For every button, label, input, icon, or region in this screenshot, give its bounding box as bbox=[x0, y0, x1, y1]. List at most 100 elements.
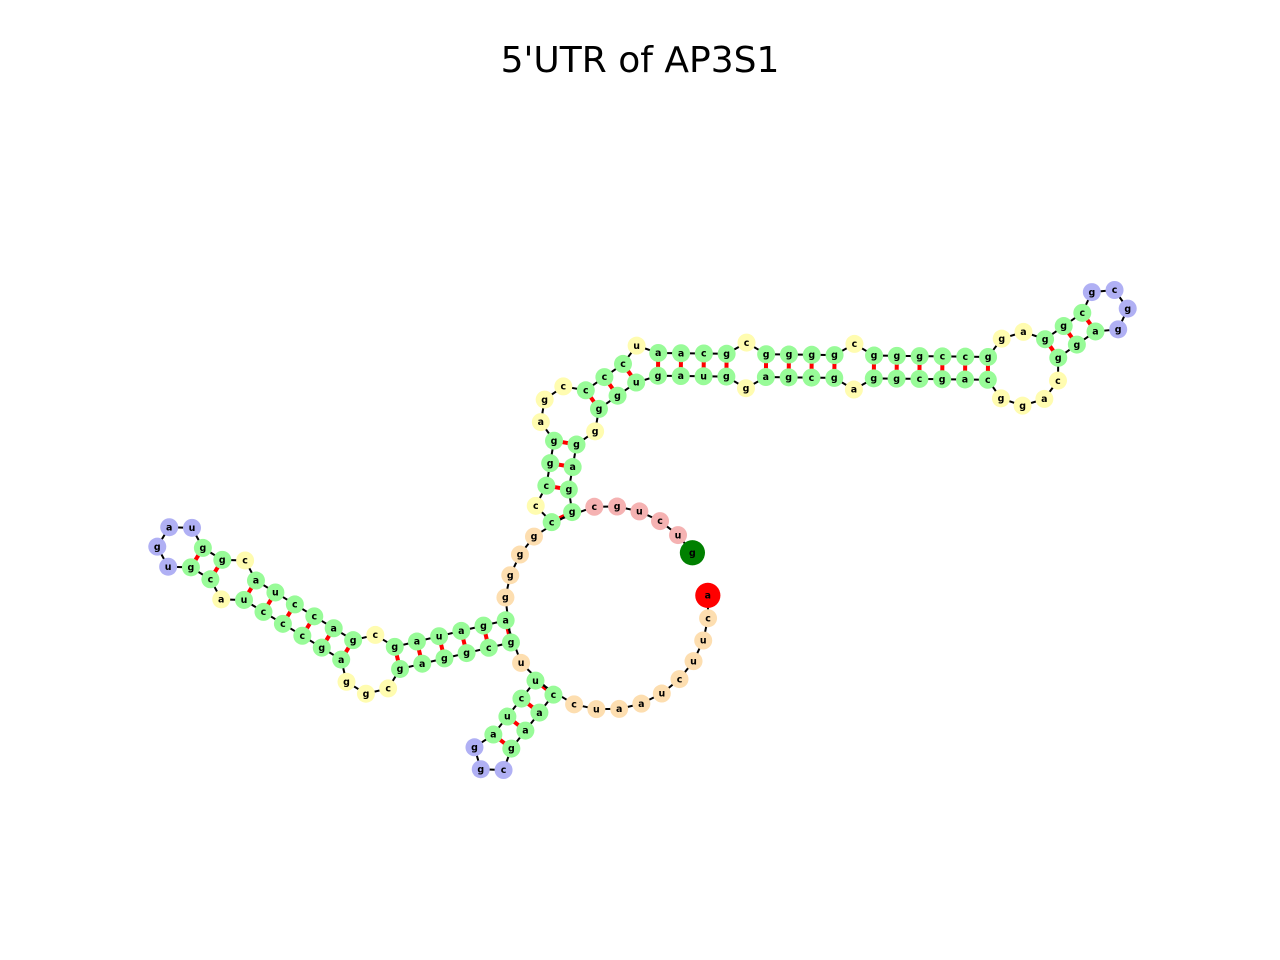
nucleotide-label: g bbox=[471, 742, 478, 753]
nucleotide-circle bbox=[779, 368, 798, 387]
nucleotide: c bbox=[305, 607, 324, 626]
nucleotide: a bbox=[610, 699, 629, 718]
nucleotide-label: u bbox=[633, 341, 640, 352]
nucleotide: g bbox=[586, 422, 605, 441]
nucleotide: g bbox=[312, 638, 331, 657]
nucleotide: c bbox=[285, 595, 304, 614]
nucleotide-circle bbox=[587, 700, 606, 719]
nucleotide-circle bbox=[1082, 283, 1101, 302]
nucleotide: a bbox=[955, 370, 974, 389]
nucleotide: u bbox=[430, 627, 449, 646]
nucleotide-circle bbox=[737, 333, 756, 352]
nucleotide-circle bbox=[496, 611, 515, 630]
nucleotide: a bbox=[324, 619, 343, 638]
nucleotide: g bbox=[1054, 317, 1073, 336]
nucleotide-circle bbox=[627, 336, 646, 355]
nucleotide: c bbox=[585, 497, 604, 516]
nucleotide-label: c bbox=[549, 517, 555, 528]
nucleotide-label: g bbox=[565, 485, 572, 496]
nucleotide-circle bbox=[565, 695, 584, 714]
nucleotide-label: g bbox=[893, 374, 900, 385]
nucleotide: a bbox=[212, 590, 231, 609]
nucleotide-circle bbox=[496, 588, 515, 607]
nucleotide-label: c bbox=[571, 699, 577, 710]
nucleotide-label: u bbox=[700, 371, 707, 382]
nucleotide-circle bbox=[576, 381, 595, 400]
nucleotide-label: a bbox=[253, 576, 259, 587]
nucleotide-circle bbox=[530, 703, 549, 722]
nucleotide-circle bbox=[595, 368, 614, 387]
nucleotide: g bbox=[181, 558, 200, 577]
nucleotide-circle bbox=[1049, 348, 1068, 367]
nucleotide-circle bbox=[933, 370, 952, 389]
nucleotide: g bbox=[524, 527, 543, 546]
nucleotide-label: c bbox=[583, 385, 589, 396]
nucleotide-label: g bbox=[985, 352, 992, 363]
nucleotide: c bbox=[614, 354, 633, 373]
nucleotide-circle bbox=[516, 721, 535, 740]
nucleotide-circle bbox=[802, 368, 821, 387]
nucleotide: c bbox=[544, 685, 563, 704]
nucleotide-label: u bbox=[675, 530, 682, 541]
nucleotide: c bbox=[236, 551, 255, 570]
nucleotide-label: g bbox=[592, 427, 599, 438]
nucleotide-label: c bbox=[486, 643, 492, 654]
nucleotide-circle bbox=[512, 689, 531, 708]
nucleotide-circle bbox=[235, 590, 254, 609]
nucleotide-circle bbox=[845, 334, 864, 353]
nucleotide-circle bbox=[910, 347, 929, 366]
nucleotide-label: c bbox=[1055, 376, 1061, 387]
nucleotide-circle bbox=[684, 652, 703, 671]
nucleotide-label: c bbox=[533, 501, 539, 512]
nucleotide: u bbox=[694, 631, 713, 650]
nucleotide-label: g bbox=[723, 372, 730, 383]
nucleotide-label: c bbox=[744, 338, 750, 349]
nucleotide-circle bbox=[1105, 281, 1124, 299]
nucleotide: g bbox=[457, 644, 476, 663]
nucleotide-label: g bbox=[916, 351, 923, 362]
nucleotide-circle bbox=[694, 344, 713, 363]
nucleotide-circle bbox=[344, 631, 363, 650]
nucleotide-circle bbox=[630, 502, 649, 521]
nucleotide-label: c bbox=[280, 619, 286, 630]
nucleotide-circle bbox=[356, 684, 375, 703]
nucleotide-circle bbox=[652, 684, 671, 703]
nucleotide: g bbox=[757, 345, 776, 364]
nucleotide-circle bbox=[305, 607, 324, 626]
nucleotide-label: c bbox=[591, 502, 597, 513]
nucleotide: g bbox=[471, 760, 490, 779]
nucleotide-label: u bbox=[633, 378, 640, 389]
nucleotide-label: c bbox=[519, 694, 525, 705]
nucleotide-label: g bbox=[893, 351, 900, 362]
nucleotide: c bbox=[379, 679, 398, 698]
nucleotide-circle bbox=[479, 638, 498, 657]
nucleotide-label: c bbox=[560, 382, 566, 393]
nucleotide: g bbox=[213, 550, 232, 569]
nucleotide-label: g bbox=[318, 643, 325, 654]
nucleotide: c bbox=[1048, 371, 1067, 390]
nucleotide-label: c bbox=[620, 359, 626, 370]
nucleotide: g bbox=[779, 345, 798, 364]
nucleotide-circle bbox=[1086, 322, 1105, 341]
nucleotide: c bbox=[565, 695, 584, 714]
nucleotide-circle bbox=[293, 626, 312, 645]
nucleotide-label: g bbox=[689, 548, 696, 559]
nucleotide: g bbox=[825, 346, 844, 365]
nucleotide: g bbox=[608, 386, 627, 405]
nucleotide-circle bbox=[366, 625, 385, 644]
nucleotide: c bbox=[576, 381, 595, 400]
nucleotide: g bbox=[864, 369, 883, 388]
nucleotide: u bbox=[235, 590, 254, 609]
nucleotide-circle bbox=[955, 370, 974, 389]
nucleotide: g bbox=[736, 379, 755, 398]
nucleotide: u bbox=[526, 671, 545, 690]
nucleotide-circle bbox=[254, 602, 273, 621]
nucleotide: c bbox=[542, 513, 561, 532]
nucleotide-label: a bbox=[638, 699, 644, 710]
nucleotide: g bbox=[910, 347, 929, 366]
nucleotide-circle bbox=[474, 616, 493, 635]
nucleotide-label: c bbox=[705, 613, 711, 624]
nucleotide-circle bbox=[756, 368, 775, 387]
nucleotide: a bbox=[484, 725, 503, 744]
